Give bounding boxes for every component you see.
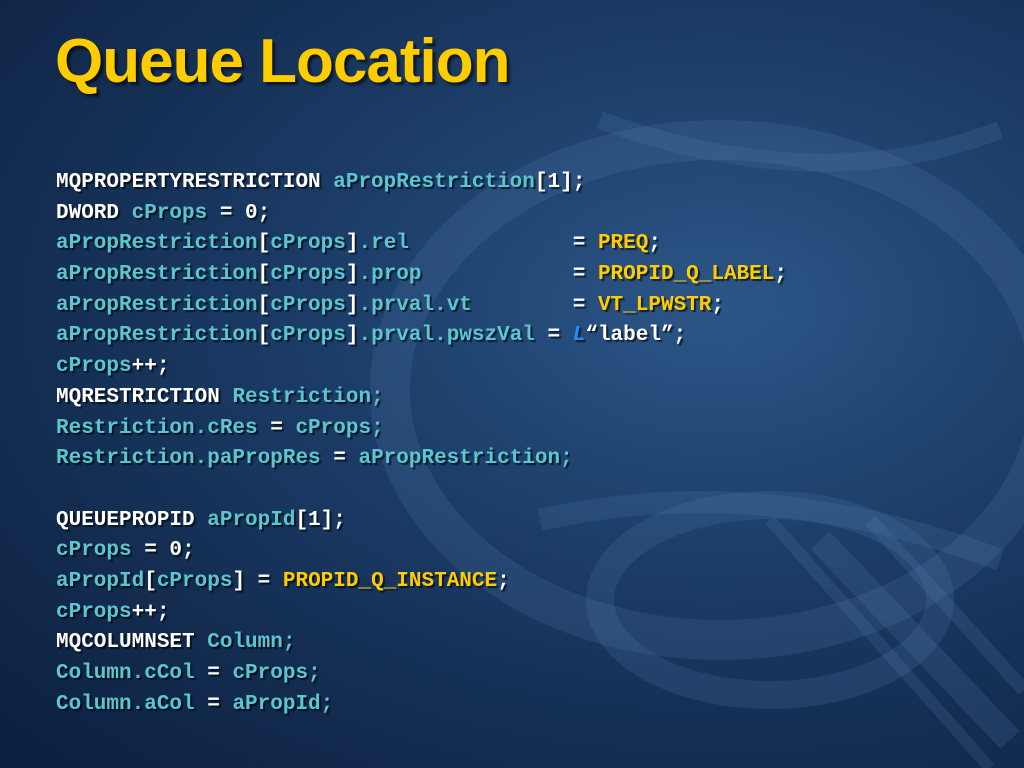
code-token: ; [497, 569, 510, 593]
code-token: [ [144, 569, 157, 593]
code-token: aPropId [207, 508, 296, 532]
code-line: MQRESTRICTION Restriction; [56, 383, 787, 414]
code-token: ] = [232, 569, 283, 593]
code-token: .prval.vt [358, 293, 573, 317]
code-token: [ [257, 324, 271, 348]
code-token: aPropId [56, 569, 145, 593]
code-token: cProps [56, 539, 132, 563]
code-token: .prop [358, 263, 573, 287]
code-token: .prval.pwszVal [358, 324, 548, 348]
code-blank-line [56, 475, 787, 506]
code-token: = [194, 662, 233, 685]
code-token: PROPID_Q_LABEL [597, 263, 775, 287]
code-token: cProps [270, 324, 346, 348]
code-token: QUEUEPROPID [56, 508, 208, 532]
code-token: Column.cCol [56, 662, 195, 685]
code-token: cProps [131, 201, 208, 225]
code-line: Column.aCol = aPropId; [56, 690, 787, 721]
code-line: DWORD cProps = 0; [56, 199, 787, 230]
code-token: aPropRestriction [333, 171, 535, 194]
slide-title: Queue Location [55, 27, 510, 96]
code-token: ; [648, 232, 661, 256]
code-line: aPropRestriction[cProps].prop = PROPID_Q… [56, 260, 787, 291]
code-token: = 0; [131, 539, 195, 563]
code-token: Restriction.paPropRes [56, 447, 321, 471]
code-token: MQRESTRICTION [56, 385, 233, 409]
code-token: aPropRestriction; [358, 447, 573, 471]
code-token: ; [774, 263, 787, 287]
code-token: = [572, 232, 598, 256]
code-token: .rel [358, 232, 573, 256]
code-token: ; [711, 293, 724, 317]
code-token: aPropRestriction [56, 293, 258, 317]
code-token: [ [257, 232, 271, 256]
code-line: Restriction.cRes = cProps; [56, 414, 787, 445]
code-token: PROPID_Q_INSTANCE [282, 569, 498, 593]
code-token: [ [257, 263, 271, 287]
code-token: cProps [270, 293, 346, 317]
code-token: aPropRestriction [56, 324, 258, 348]
code-token: = [257, 416, 296, 440]
code-token: cProps [56, 600, 132, 624]
code-token: [1]; [295, 508, 346, 532]
code-token: cProps; [295, 416, 384, 440]
code-token: cProps [156, 569, 233, 593]
code-token: = [194, 692, 233, 716]
code-token: MQPROPERTYRESTRICTION [56, 171, 334, 194]
code-token: = [547, 324, 573, 348]
code-token: Restriction.cRes [56, 416, 258, 440]
code-token: aPropRestriction [56, 232, 258, 256]
code-token: L [572, 324, 586, 348]
code-line: aPropRestriction[cProps].prval.vt = VT_L… [56, 291, 787, 322]
code-token: ] [345, 324, 359, 348]
code-token: PREQ [597, 232, 649, 256]
code-line: aPropRestriction[cProps].prval.pwszVal =… [56, 321, 787, 352]
code-token: ++; [131, 600, 170, 624]
code-token: cProps [56, 355, 132, 379]
code-line: aPropRestriction[cProps].rel = PREQ; [56, 229, 787, 260]
code-token: cProps [270, 232, 346, 256]
code-token: cProps; [232, 662, 321, 685]
code-token: VT_LPWSTR [597, 293, 712, 317]
code-token: = [320, 447, 359, 471]
code-line: cProps = 0; [56, 536, 787, 567]
code-token: [ [257, 293, 271, 317]
code-line: Column.cCol = cProps; [56, 659, 787, 690]
code-line: cProps++; [56, 598, 787, 629]
code-token: = 0; [207, 201, 271, 225]
code-line: Restriction.paPropRes = aPropRestriction… [56, 444, 787, 475]
code-block: MQPROPERTYRESTRICTION aPropRestriction[1… [56, 168, 787, 720]
code-token: Restriction; [232, 385, 384, 409]
code-line: MQPROPERTYRESTRICTION aPropRestriction[1… [56, 168, 787, 199]
code-line: aPropId[cProps] = PROPID_Q_INSTANCE; [56, 567, 787, 598]
code-token: “label”; [585, 324, 687, 348]
code-line: cProps++; [56, 352, 787, 383]
code-token: MQCOLUMNSET [56, 631, 208, 655]
code-line: QUEUEPROPID aPropId[1]; [56, 506, 787, 537]
code-token: ] [345, 293, 359, 317]
code-token: Column.aCol [56, 692, 195, 716]
code-token: Column; [207, 631, 296, 655]
code-token: DWORD [56, 201, 132, 225]
code-token: [1]; [534, 171, 586, 194]
code-token: aPropId; [232, 692, 334, 716]
code-token: aPropRestriction [56, 263, 258, 287]
code-token: ] [345, 263, 359, 287]
code-token: ++; [131, 355, 170, 379]
code-token: cProps [270, 263, 346, 287]
code-line: MQCOLUMNSET Column; [56, 628, 787, 659]
code-token: = [572, 293, 598, 317]
code-token: ] [345, 232, 359, 256]
code-token: = [572, 263, 598, 287]
